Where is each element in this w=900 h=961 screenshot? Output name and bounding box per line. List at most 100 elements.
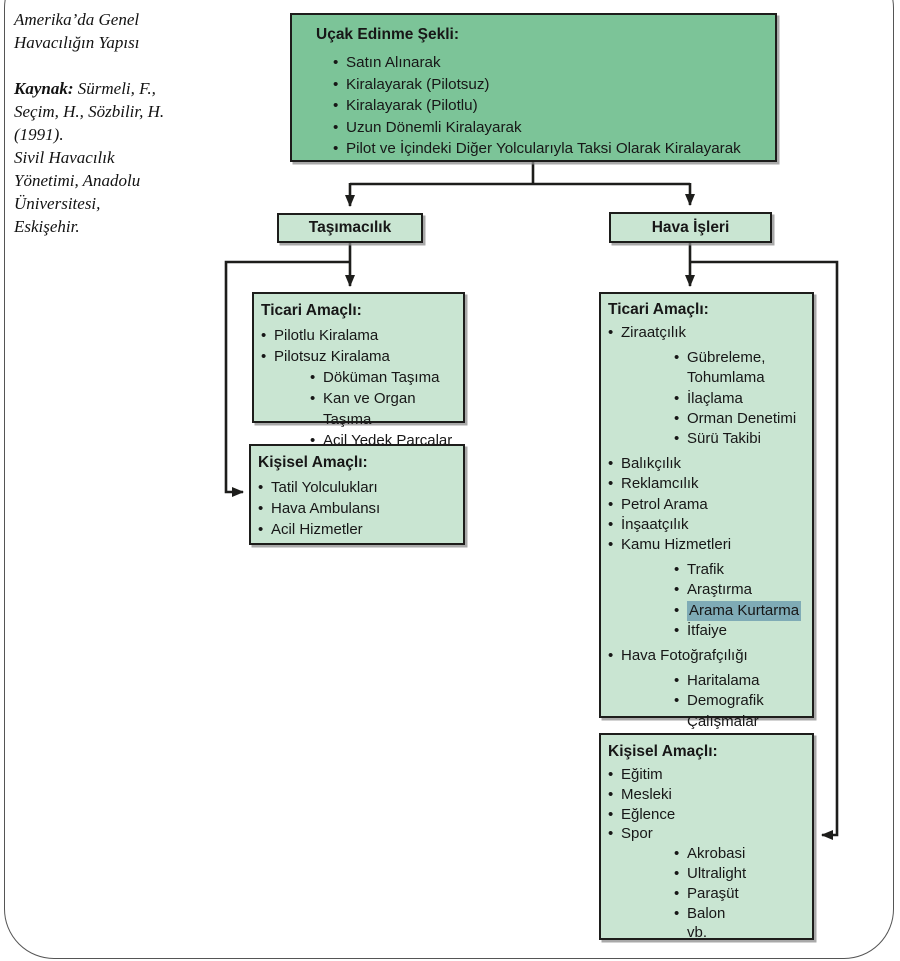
box-items: •Eğitim•Mesleki•Eğlence•Spor•Akrobasi•Ul…	[608, 765, 810, 943]
bullet-icon: •	[608, 536, 614, 554]
item-text: İlaçlama	[687, 389, 743, 407]
list-item: •Arama Kurtarma	[674, 600, 810, 621]
bullet-icon: •	[674, 692, 680, 710]
bullet-icon: •	[310, 369, 316, 386]
item-text: Hava Ambulansı	[271, 500, 381, 517]
bullet-icon: •	[674, 349, 680, 367]
caption-source-label: Kaynak:	[14, 79, 74, 98]
box-items: • Pilotlu Kiralama •Pilotsuz Kiralama • Dökü…	[261, 325, 459, 451]
bullet-icon: •	[258, 521, 264, 538]
box-ucak-edinme: Uçak Edinme Şekli: •Satın Alınarak•Kiral…	[290, 13, 777, 162]
bullet-icon: •	[333, 140, 339, 157]
bullet-icon: •	[608, 324, 614, 341]
list-item: •Spor	[608, 824, 810, 844]
caption-line: (1991).	[14, 125, 64, 144]
bullet-icon: •	[258, 500, 264, 517]
bullet-icon: •	[608, 475, 614, 493]
list-item: •Reklamcılık	[608, 474, 810, 494]
box-tasimacilik: Taşımacılık	[277, 213, 423, 243]
bullet-icon: •	[674, 409, 680, 427]
bullet-icon: •	[261, 327, 267, 344]
item-text: Kamu Hizmetleri	[621, 536, 732, 554]
bullet-icon: •	[608, 805, 614, 823]
list-item: •Trafik	[674, 560, 810, 580]
list-item: • Haritalama	[674, 671, 810, 691]
item-text: Balıkçılık	[621, 455, 682, 473]
box-title: Ticari Amaçlı:	[261, 302, 362, 319]
caption-line: Seçim, H., Sözbilir, H.	[14, 102, 165, 121]
list-item: •vb.	[674, 923, 810, 943]
item-text: Paraşüt	[687, 884, 739, 902]
bullet-icon: •	[333, 54, 339, 71]
item-text: Mesleki	[621, 785, 672, 803]
item-text: Kan ve Organ Taşıma	[323, 390, 416, 428]
list-item: •Uzun Dönemli Kiralayarak	[333, 117, 767, 139]
list-item: •Kan ve Organ Taşıma	[310, 388, 459, 430]
list-item: • Sürü Takibi	[674, 429, 810, 449]
item-text: Pilotlu Kiralama	[274, 327, 379, 344]
bullet-icon: •	[674, 389, 680, 407]
list-item: • İlaçlama	[674, 389, 810, 409]
list-item: •İnşaatçılık	[608, 515, 810, 535]
list-item: •Pilot ve İçindeki Diğer Yolcularıyla Ta…	[333, 138, 767, 160]
branch-label: Hava İşleri	[651, 218, 730, 236]
list-item: • İtfaiye	[674, 621, 810, 641]
list-item: •Mesleki	[608, 785, 810, 805]
list-item: •Tatil Yolculukları	[258, 477, 459, 498]
list-item: • Demografik	[674, 691, 810, 711]
item-text: Akrobasi	[687, 845, 746, 863]
item-text: Uzun Dönemli Kiralayarak	[346, 118, 522, 136]
box-hava-isleri: Hava İşleri	[609, 212, 772, 243]
item-text: Tohumlama	[687, 369, 765, 387]
branch-label: Taşımacılık	[308, 219, 392, 236]
bullet-icon: •	[674, 884, 680, 902]
item-text: Tatil Yolculukları	[271, 479, 378, 496]
item-text: Kiralayarak (Pilotlu)	[346, 97, 478, 114]
bullet-icon: •	[674, 864, 680, 882]
item-text: Gübreleme,	[687, 349, 766, 367]
caption-source-first: Sürmeli, F.,	[77, 79, 156, 98]
item-text: Döküman Taşıma	[323, 369, 440, 386]
bullet-icon: •	[674, 621, 680, 639]
list-item: •Kiralayarak (Pilotsuz)	[333, 74, 767, 96]
item-text: Satın Alınarak	[346, 54, 441, 71]
list-item: • Paraşüt	[674, 884, 810, 904]
bullet-icon: •	[333, 75, 339, 93]
bullet-icon: •	[674, 430, 680, 448]
item-text: Balon	[687, 904, 726, 922]
item-text: Ultralight	[687, 864, 747, 882]
item-text: İnşaatçılık	[621, 515, 689, 533]
bullet-icon: •	[674, 904, 680, 922]
list-item: • Hava Ambulansı	[258, 498, 459, 519]
bullet-icon: •	[608, 455, 614, 473]
item-text: Sürü Takibi	[687, 430, 761, 448]
item-text: Trafik	[687, 561, 724, 579]
bullet-icon: •	[674, 581, 680, 599]
bullet-icon: •	[674, 672, 680, 690]
list-item: • Gübreleme,	[674, 348, 810, 368]
box-title: Uçak Edinme Şekli:	[316, 26, 460, 43]
highlighted-item-text: Arama Kurtarma	[687, 600, 802, 621]
list-item: • Balıkçılık	[608, 454, 810, 474]
box-title: Kişisel Amaçlı:	[608, 743, 718, 760]
item-text: Hava Fotoğrafçılığı	[621, 647, 748, 665]
item-text: Haritalama	[687, 672, 760, 690]
list-item: • Balon	[674, 904, 810, 924]
list-item: •Eğitim	[608, 765, 810, 785]
connector-arrow-left-kisisel	[224, 260, 350, 497]
connector-arrow-right-kisisel	[690, 260, 839, 840]
list-item: • Döküman Taşıma	[310, 367, 459, 388]
caption-line: Havacılığın Yapısı	[14, 33, 140, 52]
caption-line: Eskişehir.	[14, 217, 80, 236]
list-item: • Satın Alınarak	[333, 52, 767, 74]
box-items: •Satın Alınarak•Kiralayarak (Pilotsuz)•K…	[316, 52, 767, 160]
caption-source-lines: Seçim, H., Sözbilir, H.(1991).Sivil Hava…	[14, 100, 214, 238]
box-title: Ticari Amaçlı:	[608, 301, 709, 318]
item-text: Eğitim	[621, 766, 663, 783]
list-item: •Pilotsuz Kiralama	[261, 346, 459, 367]
box-items: •Ziraatçılık•Gübreleme,•Tohumlama•İlaçla…	[608, 323, 810, 732]
item-text: Demografik	[687, 692, 764, 710]
item-text: İtfaiye	[687, 621, 728, 639]
